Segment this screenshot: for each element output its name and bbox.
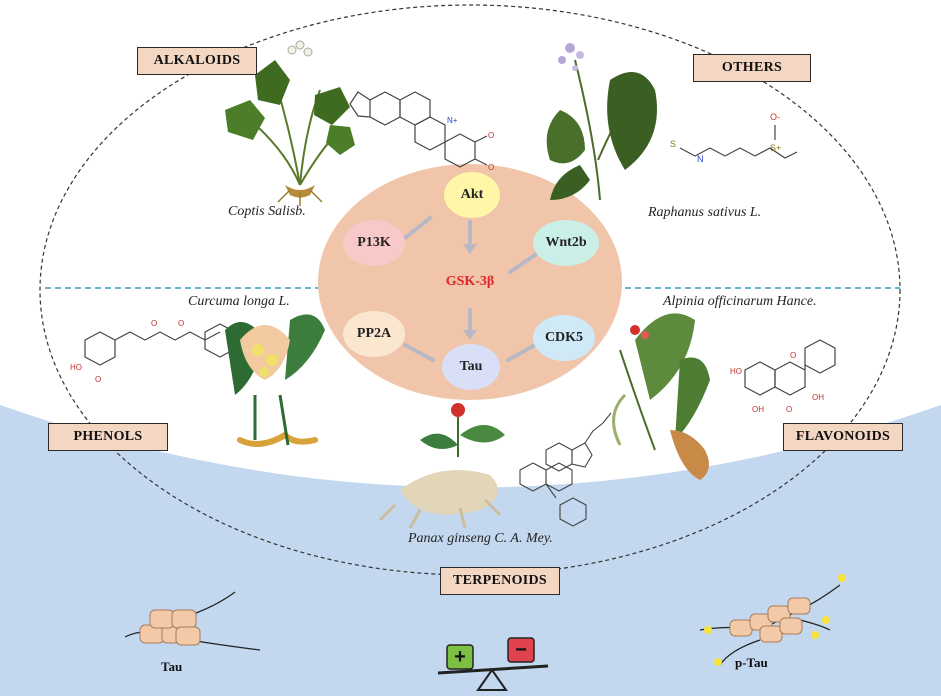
label-terpenoids: TERPENOIDS [440, 567, 560, 595]
node-wnt2b: Wnt2b [533, 220, 599, 266]
label-alkaloids: ALKALOIDS [137, 47, 257, 75]
svg-text:O: O [488, 131, 494, 140]
svg-text:O: O [95, 375, 101, 384]
plus-sign-icon: + [454, 645, 466, 668]
arrowhead-tau-icon [463, 330, 477, 340]
node-cdk5: CDK5 [533, 315, 595, 361]
label-others: OTHERS [693, 54, 811, 82]
caption-curcuma: Curcuma longa L. [188, 294, 290, 309]
node-p13k: P13K [343, 220, 405, 266]
caption-alpinia: Alpinia officinarum Hance. [663, 294, 817, 309]
raphanus-plant-illustration [546, 43, 657, 201]
balance-scale-icon [437, 637, 549, 691]
coptis-plant-illustration [225, 40, 355, 206]
label-tau-bottom: Tau [161, 659, 183, 674]
label-flavonoids: FLAVONOIDS [783, 423, 903, 451]
node-akt: Akt [444, 172, 500, 218]
caption-coptis: Coptis Salisb. [228, 204, 306, 219]
svg-text:O: O [178, 319, 184, 328]
blue-background-region [0, 405, 941, 696]
curcuma-plant-illustration [225, 314, 325, 447]
svg-text:O: O [790, 351, 796, 360]
others-structure: S N S+ O- [670, 112, 798, 164]
node-gsk3b: GSK-3β [445, 274, 495, 289]
hub-connectors [403, 216, 537, 362]
svg-text:S+: S+ [770, 143, 781, 153]
caption-panax: Panax ginseng C. A. Mey. [408, 531, 553, 546]
terpenoids-structure [519, 412, 612, 527]
svg-text:S: S [670, 139, 676, 149]
svg-text:HO: HO [730, 367, 742, 376]
node-pp2a: PP2A [343, 311, 405, 357]
panax-plant-illustration [378, 403, 505, 529]
svg-text:O: O [151, 319, 157, 328]
tau-aggregate-illustration [124, 591, 261, 651]
svg-text:N+: N+ [447, 116, 458, 125]
minus-sign-icon: − [515, 638, 527, 661]
flavonoids-structure: HO OH O OH O [730, 339, 836, 414]
arrowhead-akt-icon [463, 244, 477, 254]
node-tau: Tau [442, 344, 500, 390]
svg-text:OH: OH [752, 405, 764, 414]
svg-text:O: O [488, 163, 494, 172]
ptau-aggregate-illustration [699, 574, 846, 666]
label-ptau-bottom: p-Tau [735, 655, 768, 670]
label-phenols: PHENOLS [48, 423, 168, 451]
svg-text:N: N [697, 154, 704, 164]
alkaloid-structure: N+ O O [349, 91, 494, 172]
svg-text:O-: O- [770, 112, 780, 122]
caption-raphanus: Raphanus sativus L. [648, 205, 762, 220]
phenols-structure: O O HO O OH [70, 319, 247, 384]
svg-text:HO: HO [70, 363, 82, 372]
svg-text:O: O [786, 405, 792, 414]
alpinia-plant-illustration [612, 313, 710, 480]
svg-text:OH: OH [812, 393, 824, 402]
